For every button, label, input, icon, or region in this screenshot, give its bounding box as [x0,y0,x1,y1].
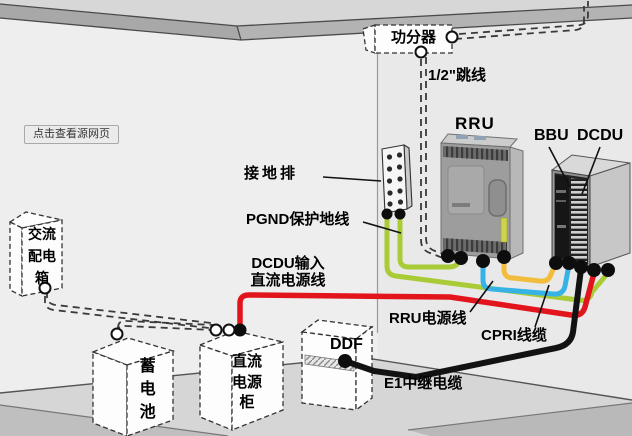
dc-cabinet-label-line1: 直流 [231,353,262,370]
filled-connectors [233,208,615,368]
ceiling-slab [0,0,632,41]
cpri-cable [501,254,559,284]
ddf-terminal [338,354,352,368]
cabinet-port-2 [562,256,576,270]
rru-port-2 [454,251,468,265]
cabinet-port-4 [587,263,601,277]
cabinet-port-3 [574,260,588,274]
rru-handle [488,179,507,217]
dcdu-input-label: DCDU输入 直流电源线 [240,255,336,289]
splitter-port-bottom [414,45,428,59]
splitter-port-right [445,30,459,44]
battery-box [91,337,176,436]
dc-cabinet-connector-1 [209,323,223,337]
rru-port-4 [497,250,511,264]
ddf-label: DDF [330,336,363,353]
leader-lines [322,146,601,328]
e1-trunk-cable [342,266,584,380]
dc-power-cabinet-box [198,330,284,431]
antenna-feeder-dashed [454,1,589,40]
dcdu-input-power-cable [237,270,597,333]
bbu-dcdu-cabinet [550,154,631,268]
dc-power-cabinet-label: 直流 电源 柜 [218,352,276,414]
rru-device [440,133,524,260]
bbu-unit [555,175,569,260]
rru-power-cable [480,258,572,297]
ac-box-label-line1: 交流 [28,226,56,242]
rru-port-3 [476,254,490,268]
cabinet-port-5 [601,263,615,277]
antenna-jumper-dashed [420,57,449,259]
cpri-label: CPRI线缆 [481,327,547,344]
view-source-page-button[interactable]: 点击查看源网页 [24,125,119,144]
cabinet-port-1 [549,256,563,270]
ac-input-feeder-dashed [44,291,212,329]
battery-label: 蓄电池 [136,357,154,426]
power-splitter-label: 功分器 [390,29,436,46]
dcdu-input-label-line1: DCDU输入 [251,255,325,272]
grounding-bar-label: 接地排 [244,165,299,182]
groundbar-terminal-2 [394,208,406,220]
dcdu-input-label-line2: 直流电源线 [250,272,326,289]
open-connectors [38,30,459,341]
jumper-label: 1/2"跳线 [428,67,486,84]
ac-distribution-box [8,211,63,298]
ac-box-label-line3: 箱 [35,270,49,286]
grounding-bar [381,144,413,214]
battery-connector [110,327,124,341]
dcdu-unit [571,178,587,262]
rru-port-1 [441,249,455,263]
dc-cabinet-connector-2 [222,323,236,337]
ddf-box [300,319,374,412]
ac-box-connector [38,281,52,295]
bbu-label: BBU [534,127,569,144]
e1-label: E1中继电缆 [384,375,463,392]
dc-cabinet-label-line2: 电源 [231,373,262,391]
rru-power-label: RRU电源线 [389,310,467,327]
dc-cabinet-red-terminal [233,323,247,337]
rru-label: RRU [455,114,495,133]
ac-box-label-line2: 配电 [28,248,56,264]
pgnd-label: PGND保护地线 [246,211,350,228]
groundbar-terminal-1 [381,208,393,220]
dcdu-label: DCDU [577,127,624,144]
dc-cabinet-label-line3: 柜 [239,394,255,411]
ac-distribution-box-label: 交流 配电 箱 [22,223,62,289]
